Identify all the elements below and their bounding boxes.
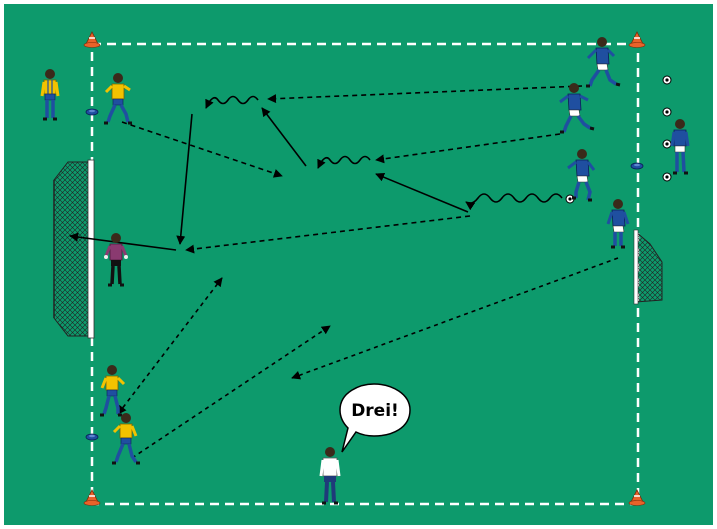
- player-blue: [606, 199, 630, 249]
- coach: [319, 447, 341, 505]
- ball-icon: [662, 172, 672, 182]
- player-yellow: [40, 69, 60, 121]
- marker-disc-icon: [85, 108, 99, 116]
- ball-icon: [662, 139, 672, 149]
- run-arrow: [121, 121, 283, 178]
- pass-arrow: [267, 85, 583, 104]
- ball-icon: [662, 75, 672, 85]
- player-yellow: [112, 413, 140, 465]
- player-blue: [586, 37, 621, 88]
- speech-bubble-text: Drei!: [351, 401, 399, 421]
- pass-arrow: [261, 107, 307, 167]
- marker-disc-icon: [630, 162, 644, 170]
- small-goal: [633, 229, 663, 305]
- marker-disc-icon: [85, 433, 99, 441]
- player-blue: [670, 119, 690, 175]
- pass-arrow: [176, 113, 193, 245]
- field-boundary: [90, 42, 640, 506]
- dribble-arrow: [317, 155, 371, 169]
- pass-arrow: [291, 257, 619, 380]
- pass-arrow: [375, 133, 561, 164]
- player-blue: [567, 149, 596, 202]
- shot-arrow: [69, 232, 177, 251]
- large-goal: [53, 159, 95, 339]
- player-blue: [559, 83, 595, 134]
- dribble-arrow: [205, 95, 259, 109]
- pass-arrow: [185, 215, 471, 254]
- pass-arrow: [375, 172, 469, 213]
- goalkeeper: [104, 233, 128, 287]
- dribble-arrow: [465, 193, 563, 211]
- player-yellow: [104, 73, 132, 125]
- player-yellow: [100, 365, 126, 417]
- speech-bubble: Drei!: [339, 383, 411, 453]
- ball-icon: [662, 107, 672, 117]
- pitch-background: [4, 4, 713, 525]
